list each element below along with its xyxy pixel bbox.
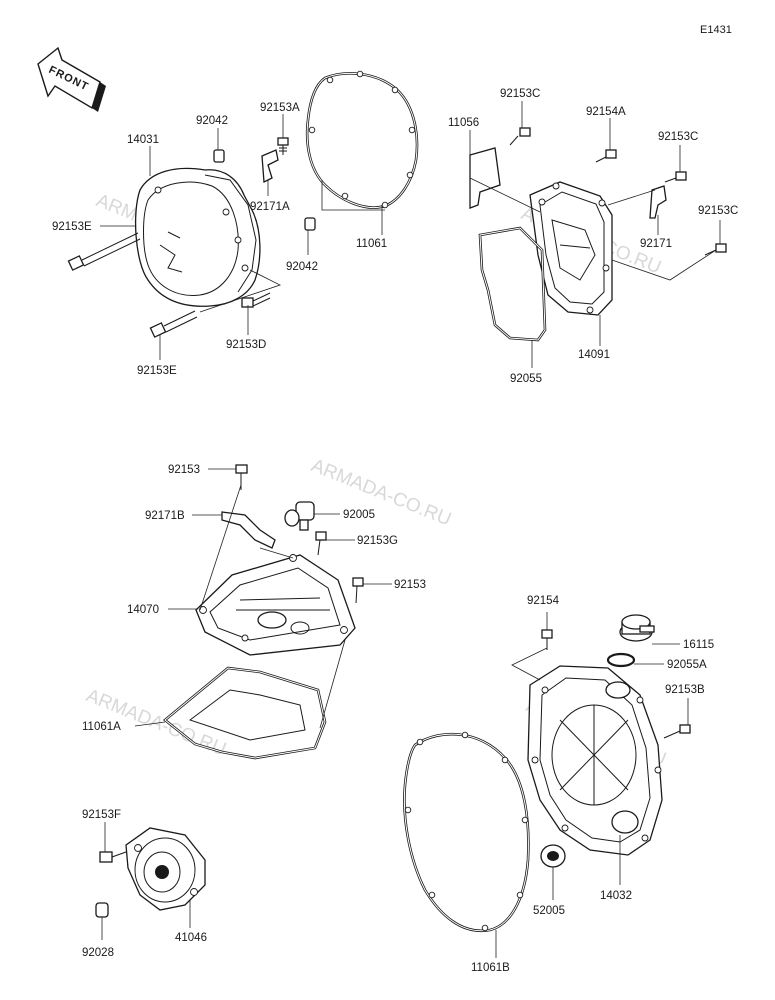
bolt-92153b bbox=[663, 724, 691, 739]
part-label: 92153F bbox=[82, 809, 121, 821]
part-label: 92153C bbox=[500, 88, 540, 100]
cover-14091 bbox=[529, 181, 613, 316]
part-label: 14091 bbox=[578, 349, 610, 361]
gasket-11061 bbox=[305, 70, 419, 209]
part-label: 11061B bbox=[471, 962, 510, 974]
part-label: 16115 bbox=[683, 639, 714, 651]
generator-cover-14031 bbox=[134, 167, 261, 307]
clamp-92171 bbox=[649, 185, 667, 219]
diagram-code: E1431 bbox=[700, 24, 732, 36]
gasket-11061b bbox=[403, 731, 530, 933]
clamp-92171a bbox=[261, 149, 279, 184]
part-label: 92171B bbox=[145, 510, 185, 522]
part-label: 14070 bbox=[127, 604, 159, 616]
bolt-92153c-3 bbox=[704, 243, 727, 256]
clutch-cover-14032 bbox=[527, 665, 663, 856]
part-label: 11061A bbox=[82, 721, 121, 733]
cover-14070 bbox=[195, 554, 356, 656]
part-label: 92154A bbox=[586, 106, 626, 118]
part-label: 92042 bbox=[286, 261, 318, 273]
part-label: 92153B bbox=[665, 684, 705, 696]
part-label: 92171 bbox=[640, 238, 672, 250]
gasket-92055 bbox=[478, 226, 547, 342]
gasket-11061a bbox=[162, 666, 327, 760]
bolt-92153a bbox=[277, 137, 289, 155]
dowel-pin bbox=[213, 149, 225, 163]
part-label: 14032 bbox=[600, 890, 632, 902]
part-label: 92028 bbox=[82, 947, 114, 959]
part-label: 92153 bbox=[168, 464, 200, 476]
part-label: 92153 bbox=[394, 579, 426, 591]
part-label: 92153A bbox=[260, 102, 300, 114]
bolt-92153c-2 bbox=[664, 171, 687, 183]
oring-92055a bbox=[606, 652, 636, 668]
bolt-92153d bbox=[241, 292, 271, 308]
part-label: 92055 bbox=[510, 373, 542, 385]
part-label: 92042 bbox=[196, 115, 228, 127]
bolt-92153-upper bbox=[235, 464, 248, 490]
part-label: 41046 bbox=[175, 932, 207, 944]
fitting-92005 bbox=[284, 501, 315, 531]
bolt-92153e-lower bbox=[149, 310, 198, 338]
cap-41046 bbox=[125, 827, 206, 911]
part-label: 11061 bbox=[356, 238, 387, 250]
leaders-bottom-right bbox=[495, 612, 689, 958]
part-label: 92154 bbox=[527, 595, 560, 607]
leaders-top-right bbox=[469, 101, 721, 368]
part-label: 92153E bbox=[137, 365, 177, 377]
bolt-92153-right bbox=[352, 577, 364, 604]
part-label: 92055A bbox=[667, 659, 707, 671]
leaders-top-left bbox=[100, 114, 385, 360]
bolt-92153e-upper bbox=[67, 232, 141, 271]
front-arrow-icon: FRONT bbox=[37, 46, 106, 112]
part-label: 52005 bbox=[533, 905, 565, 917]
bolt-92153c-1 bbox=[509, 127, 531, 146]
part-label: 92153E bbox=[52, 221, 92, 233]
seal-52005 bbox=[540, 844, 566, 868]
leaders-middle bbox=[134, 468, 392, 729]
part-label: 92005 bbox=[343, 509, 375, 521]
dowel-pin bbox=[304, 217, 316, 231]
part-label: 11056 bbox=[448, 117, 479, 129]
part-label: 14031 bbox=[127, 134, 159, 146]
part-label: 92171A bbox=[250, 201, 290, 213]
part-label: 92153C bbox=[698, 205, 738, 217]
bolt-92154 bbox=[541, 629, 553, 650]
part-label: 92153C bbox=[658, 131, 698, 143]
bolt-92153g bbox=[315, 531, 327, 556]
leaders-bottom-left bbox=[101, 822, 191, 940]
part-label: 92153D bbox=[226, 339, 266, 351]
oil-cap-16115 bbox=[619, 614, 655, 642]
bolt-92153f bbox=[99, 851, 127, 863]
dowel-92028 bbox=[95, 902, 109, 918]
watermark: ARMADA-CO.RU bbox=[308, 455, 454, 530]
bolt-92154a bbox=[595, 149, 617, 163]
clamp-92171b bbox=[221, 511, 276, 549]
part-label: 92153G bbox=[357, 535, 398, 547]
bracket-11056 bbox=[469, 147, 501, 209]
